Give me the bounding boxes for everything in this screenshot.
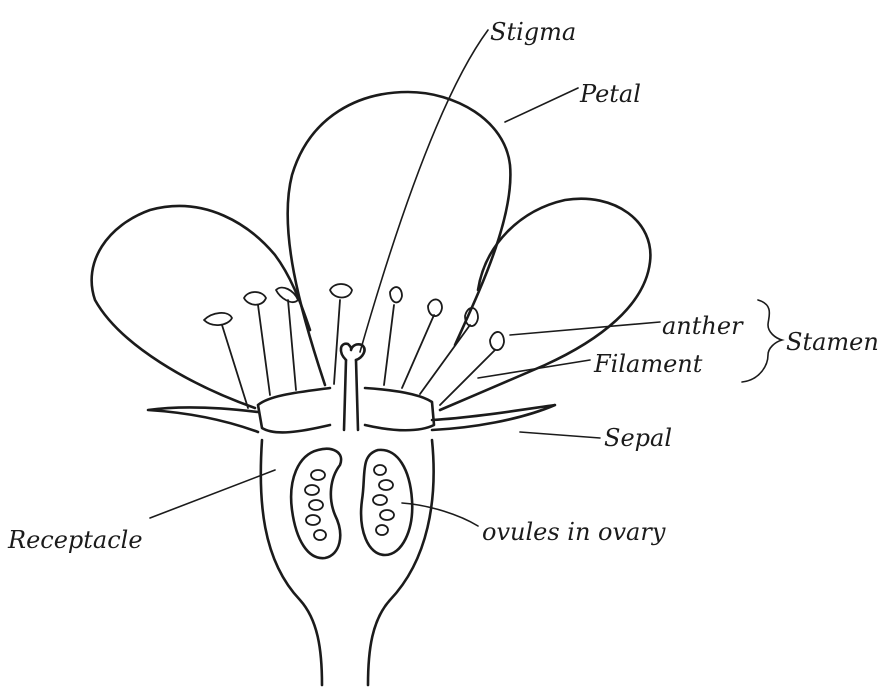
- pistil: [341, 344, 365, 430]
- petals: [92, 92, 651, 410]
- label-filament: Filament: [593, 350, 703, 378]
- filament: [402, 315, 434, 388]
- filament: [258, 305, 270, 395]
- anther: [330, 284, 352, 298]
- label-ovules: ovules in ovary: [482, 518, 666, 546]
- filament: [440, 350, 495, 405]
- receptacle-body: [261, 440, 322, 685]
- center-petal: [288, 92, 511, 385]
- ovule: [314, 530, 326, 540]
- receptacle-leader: [150, 470, 275, 518]
- right-petal: [440, 199, 650, 410]
- filament-leader: [478, 360, 590, 378]
- label-sepal: Sepal: [604, 424, 672, 452]
- ovule: [309, 500, 323, 510]
- petal-leader: [505, 88, 578, 122]
- anther-leader: [510, 322, 660, 335]
- ovule: [306, 515, 320, 525]
- label-stamen: Stamen: [786, 328, 878, 356]
- sepals: [148, 405, 555, 432]
- ovule: [379, 480, 393, 490]
- label-anther: anther: [662, 312, 744, 340]
- sepal-leader: [520, 432, 600, 438]
- anther: [204, 313, 232, 325]
- ovule: [373, 495, 387, 505]
- style: [344, 360, 358, 430]
- anther: [390, 287, 402, 302]
- ovules-left: [305, 470, 326, 540]
- receptacle-body-right: [368, 440, 434, 685]
- ovules-right: [373, 465, 394, 535]
- stamen-brace: [742, 300, 782, 382]
- stigma-leader: [360, 30, 488, 352]
- ovule: [311, 470, 325, 480]
- anther: [244, 292, 266, 305]
- right-sepal: [432, 405, 555, 430]
- label-stigma: Stigma: [490, 18, 576, 46]
- left-locule: [291, 449, 341, 558]
- label-receptacle: Receptacle: [7, 526, 143, 554]
- left-petal: [92, 206, 310, 408]
- ovule: [374, 465, 386, 475]
- ovule: [376, 525, 388, 535]
- filament: [334, 300, 340, 384]
- label-petal: Petal: [579, 80, 641, 108]
- ovary: [291, 449, 412, 558]
- leader-lines: [150, 30, 782, 526]
- anther: [490, 332, 504, 350]
- ovule: [380, 510, 394, 520]
- ovule: [305, 485, 319, 495]
- filament: [288, 300, 296, 390]
- filament: [384, 305, 394, 385]
- anther: [428, 299, 442, 316]
- left-sepal: [148, 407, 258, 432]
